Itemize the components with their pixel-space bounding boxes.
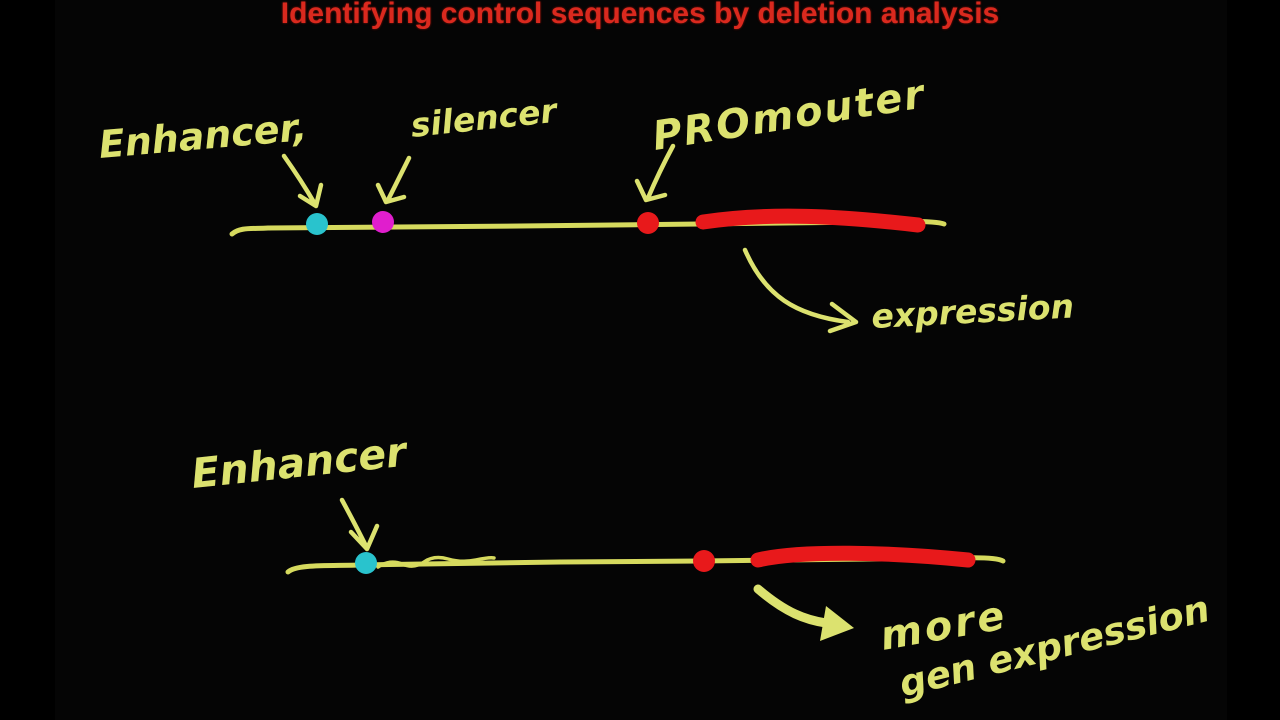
promoter-arrow <box>634 143 676 203</box>
enhancer-label-bottom: Enhancer <box>189 427 411 498</box>
enhancer-dot-top <box>306 213 328 235</box>
promoter-label: PROmouter <box>649 71 929 160</box>
enhancer-dot-bottom <box>355 552 377 574</box>
canvas-background <box>55 0 1227 720</box>
enhancer-arrow-bottom <box>339 497 380 552</box>
promoter-dot-top <box>637 212 659 234</box>
silencer-dot <box>372 211 394 233</box>
more-expression-arrow <box>753 584 831 628</box>
promoter-dot-bottom <box>693 550 715 572</box>
silencer-arrow <box>375 155 412 205</box>
dna-line-bottom <box>285 555 1006 575</box>
gene-segment-bottom <box>750 545 976 568</box>
enhancer-arrow-top <box>281 153 324 209</box>
enhancer-label-top: Enhancer, <box>97 105 309 167</box>
silencer-deletion-scribble <box>376 555 496 569</box>
expression-label: expression <box>870 286 1074 336</box>
silencer-label: silencer <box>409 91 560 145</box>
gene-segment-top <box>695 208 926 233</box>
video-title: Identifying control sequences by deletio… <box>280 0 1000 30</box>
more-expression-arrowhead <box>820 606 854 641</box>
expression-arrow <box>742 247 859 334</box>
